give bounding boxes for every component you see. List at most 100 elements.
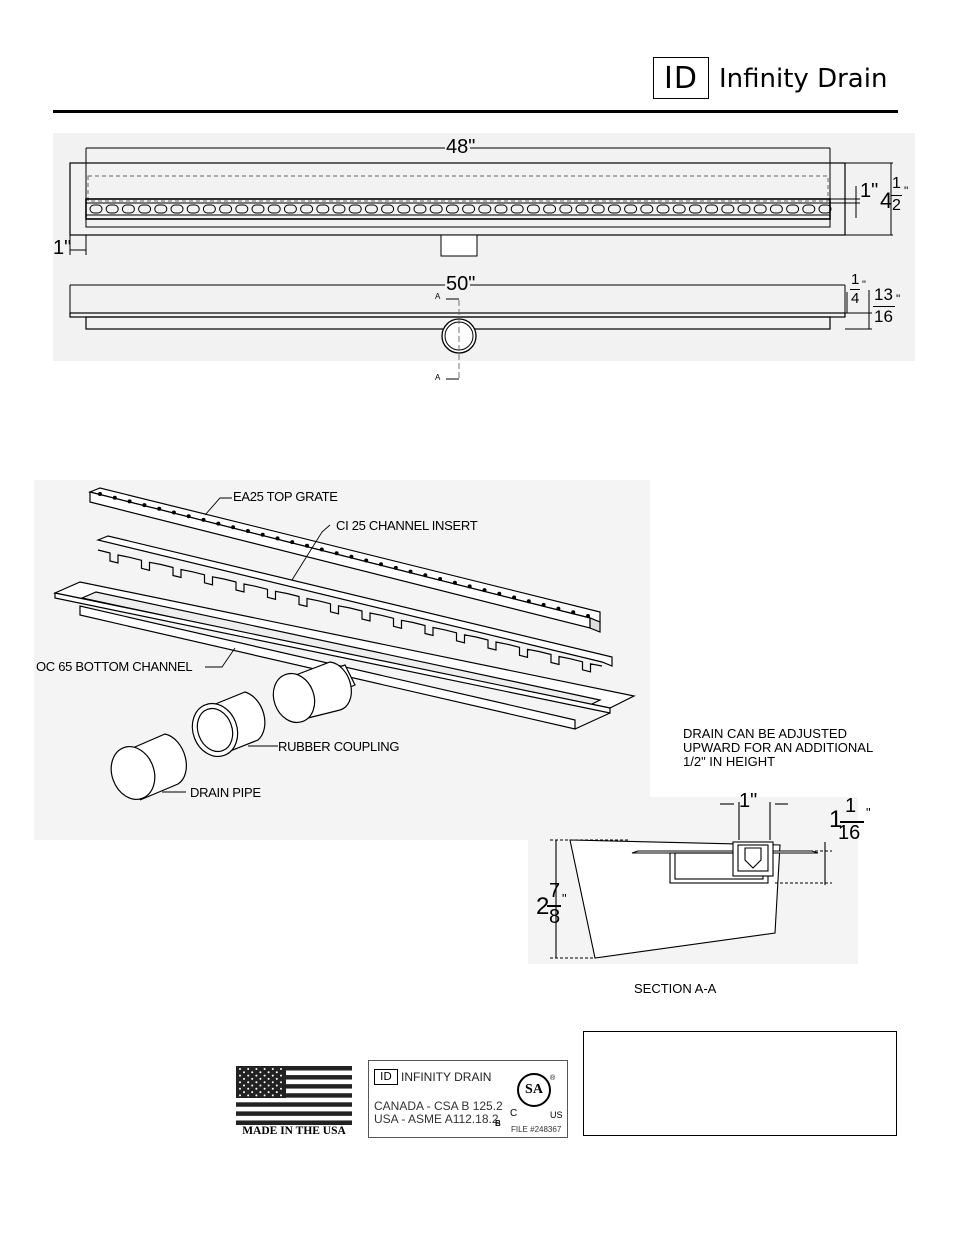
cert-canada-standard: CANADA - CSA B 125.2 — [374, 1099, 503, 1113]
grate-slot — [543, 204, 557, 214]
grate-slots — [89, 204, 832, 214]
grate-slot — [688, 204, 702, 214]
fraction-bar — [547, 905, 561, 907]
exploded-view — [53, 487, 636, 801]
grate-hole — [467, 584, 472, 589]
grate-slot — [818, 204, 832, 214]
flag-star — [263, 1068, 266, 1070]
grate-hole — [423, 573, 428, 578]
grate-slot — [510, 204, 524, 214]
grate-slot — [105, 204, 119, 214]
flag-stripe — [236, 1093, 352, 1098]
label-channel-insert: CI 25 CHANNEL INSERT — [336, 518, 478, 533]
cert-file-number: FILE #248367 — [511, 1125, 562, 1134]
flag-star — [243, 1091, 245, 1094]
usa-flag-icon — [236, 1066, 352, 1125]
note-line: DRAIN CAN BE ADJUSTED — [683, 726, 847, 741]
grate-slot — [705, 204, 719, 214]
rubber-coupling — [191, 691, 266, 758]
dim-section-1-inch: 1" — [739, 790, 758, 812]
cert-grade: B — [495, 1119, 501, 1128]
grate-slot — [559, 204, 573, 214]
fraction-bar — [850, 289, 860, 290]
grate-hole — [586, 614, 590, 618]
flag-star — [271, 1074, 274, 1077]
csa-registered-mark: ® — [550, 1075, 556, 1082]
grate-slot — [300, 204, 314, 214]
dim-total-whole: 2 — [536, 893, 550, 920]
grate-hole — [305, 543, 309, 548]
grate-hole — [142, 503, 147, 508]
fraction-bar — [840, 821, 864, 823]
grate-hole — [157, 506, 162, 511]
dim-width-numerator: 1 — [892, 175, 901, 192]
dim-width-denominator: 2 — [892, 197, 901, 214]
flag-stripe — [236, 1079, 352, 1085]
flag-star — [251, 1084, 254, 1087]
certification-label: ID INFINITY DRAIN CANADA - CSA B 125.2 U… — [368, 1060, 568, 1138]
dim-section-height-numerator: 1 — [845, 795, 857, 817]
section-grate — [732, 841, 774, 877]
grate-slot — [235, 204, 249, 214]
grate-hole — [438, 577, 443, 581]
flag-star — [239, 1081, 241, 1084]
dim-height-inch-mark: " — [896, 292, 901, 306]
flag-star — [251, 1071, 254, 1074]
flag-star — [239, 1074, 241, 1077]
grate-slot — [721, 204, 735, 214]
upper-pipe — [272, 661, 352, 724]
dim-section-height-whole: 1 — [829, 806, 843, 833]
brand-name: Infinity Drain — [719, 64, 888, 94]
section-mark-bottom: A — [435, 373, 441, 382]
grate-hole — [526, 599, 531, 604]
dim-flange-1-inch: 1" — [53, 237, 72, 259]
adjustment-note: DRAIN CAN BE ADJUSTED UPWARD FOR AN ADDI… — [683, 727, 903, 769]
csa-c-mark: C — [510, 1108, 518, 1119]
section-a-a-drawing — [550, 802, 832, 959]
grate-hole — [393, 565, 398, 570]
grate-slot — [202, 204, 216, 214]
header-rule — [53, 110, 898, 113]
dim-flange-numerator: 1 — [851, 271, 860, 288]
grate-slot — [397, 204, 411, 214]
dim-section-height-denominator: 16 — [838, 822, 861, 844]
grate-hole — [334, 551, 339, 556]
grate-slot — [267, 204, 281, 214]
grate-slot — [591, 204, 605, 214]
flag-star — [251, 1077, 254, 1080]
dim-width-whole: 4 — [880, 188, 893, 213]
label-rubber-coupling: RUBBER COUPLING — [278, 739, 400, 754]
flag-star — [280, 1094, 282, 1097]
flag-stripe — [236, 1111, 352, 1116]
grate-slot — [121, 204, 135, 214]
grate-slot — [413, 204, 427, 214]
plan-grate — [85, 198, 831, 220]
flag-star — [259, 1084, 262, 1087]
cert-usa-standard: USA - ASME A112.18.2 — [374, 1112, 499, 1126]
side-view — [69, 284, 872, 380]
grate-slot — [607, 204, 621, 214]
flag-star — [275, 1084, 278, 1087]
grate-slot — [786, 204, 800, 214]
grate-hole — [127, 499, 132, 504]
flag-star — [263, 1094, 266, 1097]
grate-slot — [89, 204, 103, 214]
grate-slot — [624, 204, 638, 214]
grate-hole — [512, 595, 517, 600]
flag-star — [247, 1081, 250, 1084]
grate-slot — [316, 204, 330, 214]
grate-hole — [186, 514, 191, 519]
csa-us-mark: US — [550, 1110, 563, 1120]
flag-star — [280, 1074, 282, 1077]
flag-stripe — [236, 1102, 352, 1107]
plan-channel-outline — [85, 162, 831, 228]
flag-star — [280, 1068, 282, 1070]
flag-stripe — [236, 1120, 352, 1125]
grate-hole — [201, 517, 206, 522]
grate-hole — [541, 602, 546, 607]
label-drain-pipe: DRAIN PIPE — [190, 785, 261, 800]
flag-star — [247, 1068, 250, 1070]
channel-insert-teeth — [97, 549, 603, 673]
flag-star — [239, 1087, 241, 1090]
grate-slot — [429, 204, 443, 214]
